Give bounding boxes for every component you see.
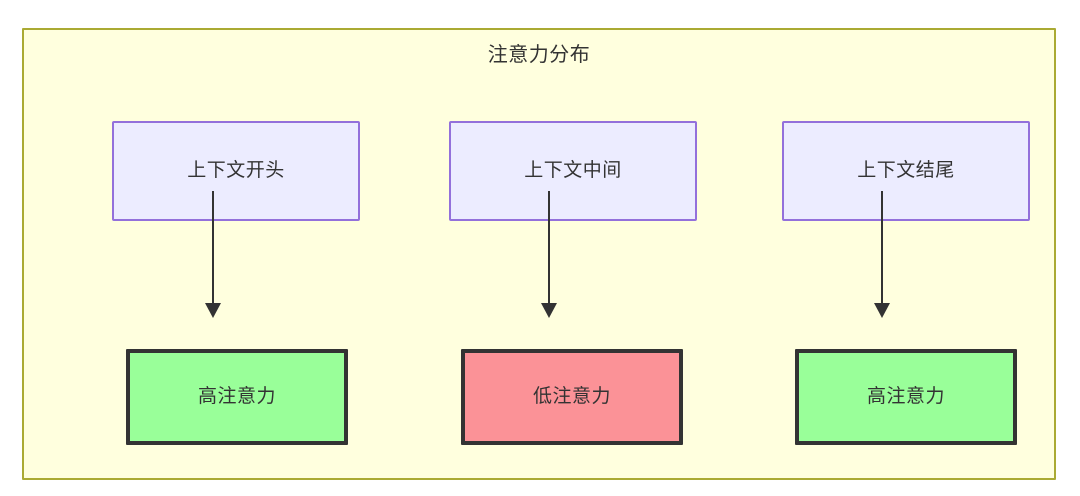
node-label: 高注意力 — [866, 386, 945, 407]
node-attention-high-start[interactable]: 高注意力 — [126, 349, 348, 445]
node-label: 上下文开头 — [187, 160, 285, 181]
node-context-start[interactable]: 上下文开头 — [112, 121, 360, 221]
subgraph-title: 注意力分布 — [487, 44, 591, 66]
node-attention-low-middle[interactable]: 低注意力 — [461, 349, 683, 445]
node-context-end[interactable]: 上下文结尾 — [782, 121, 1030, 221]
node-label: 上下文结尾 — [857, 160, 955, 181]
node-label: 上下文中间 — [524, 160, 622, 181]
node-attention-high-end[interactable]: 高注意力 — [795, 349, 1017, 445]
subgraph-attention-distribution: 注意力分布 上下文开头 上下文中间 上下文结尾 高注意力 低注意力 高注意力 — [22, 28, 1056, 480]
node-context-middle[interactable]: 上下文中间 — [449, 121, 697, 221]
node-label: 低注意力 — [532, 386, 611, 407]
node-label: 高注意力 — [197, 386, 276, 407]
